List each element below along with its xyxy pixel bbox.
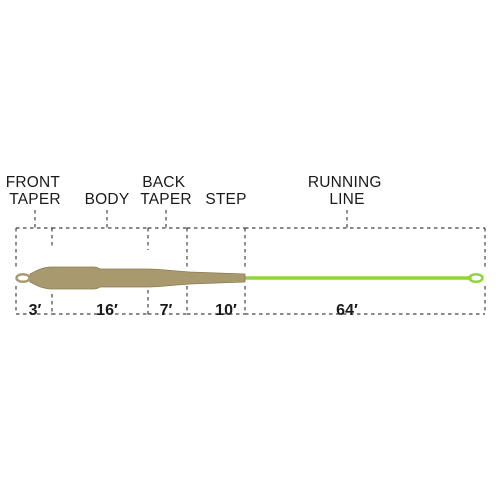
front-loop — [15, 272, 31, 284]
front-taper-length: 3′ — [29, 302, 42, 319]
back-taper-label: BACK TAPER — [140, 174, 192, 208]
back-taper-label-line-1: BACK — [142, 174, 185, 191]
back-taper-label-line-2: TAPER — [140, 191, 192, 208]
running-line-label: RUNNING LINE — [308, 174, 386, 208]
running-line-label-line-1: RUNNING — [308, 174, 382, 191]
length-labels: 3′ 16′ 7′ 10′ 64′ — [29, 302, 358, 319]
body-bracket — [52, 227, 148, 315]
step-bracket — [187, 227, 245, 315]
front-taper-label-line-1: FRONT — [6, 174, 61, 191]
body-label: BODY — [85, 191, 130, 208]
line-head-shape — [29, 266, 246, 290]
body-label-line-1: BODY — [85, 191, 130, 208]
section-brackets — [15, 210, 486, 315]
front-taper-label-line-2: TAPER — [9, 191, 61, 208]
step-label: STEP — [205, 191, 246, 208]
front-taper-label: FRONT TAPER — [6, 174, 65, 208]
body-length: 16′ — [96, 302, 118, 319]
step-length: 10′ — [215, 302, 237, 319]
running-line-length: 64′ — [336, 302, 358, 319]
section-labels: FRONT TAPER BODY BACK TAPER STEP RUNNING… — [6, 174, 386, 208]
running-line-label-line-2: LINE — [329, 191, 364, 208]
rear-loop — [468, 272, 484, 284]
fly-line — [15, 266, 484, 290]
step-label-line-1: STEP — [205, 191, 246, 208]
running-line-bracket — [245, 227, 486, 315]
back-taper-length: 7′ — [160, 302, 173, 319]
